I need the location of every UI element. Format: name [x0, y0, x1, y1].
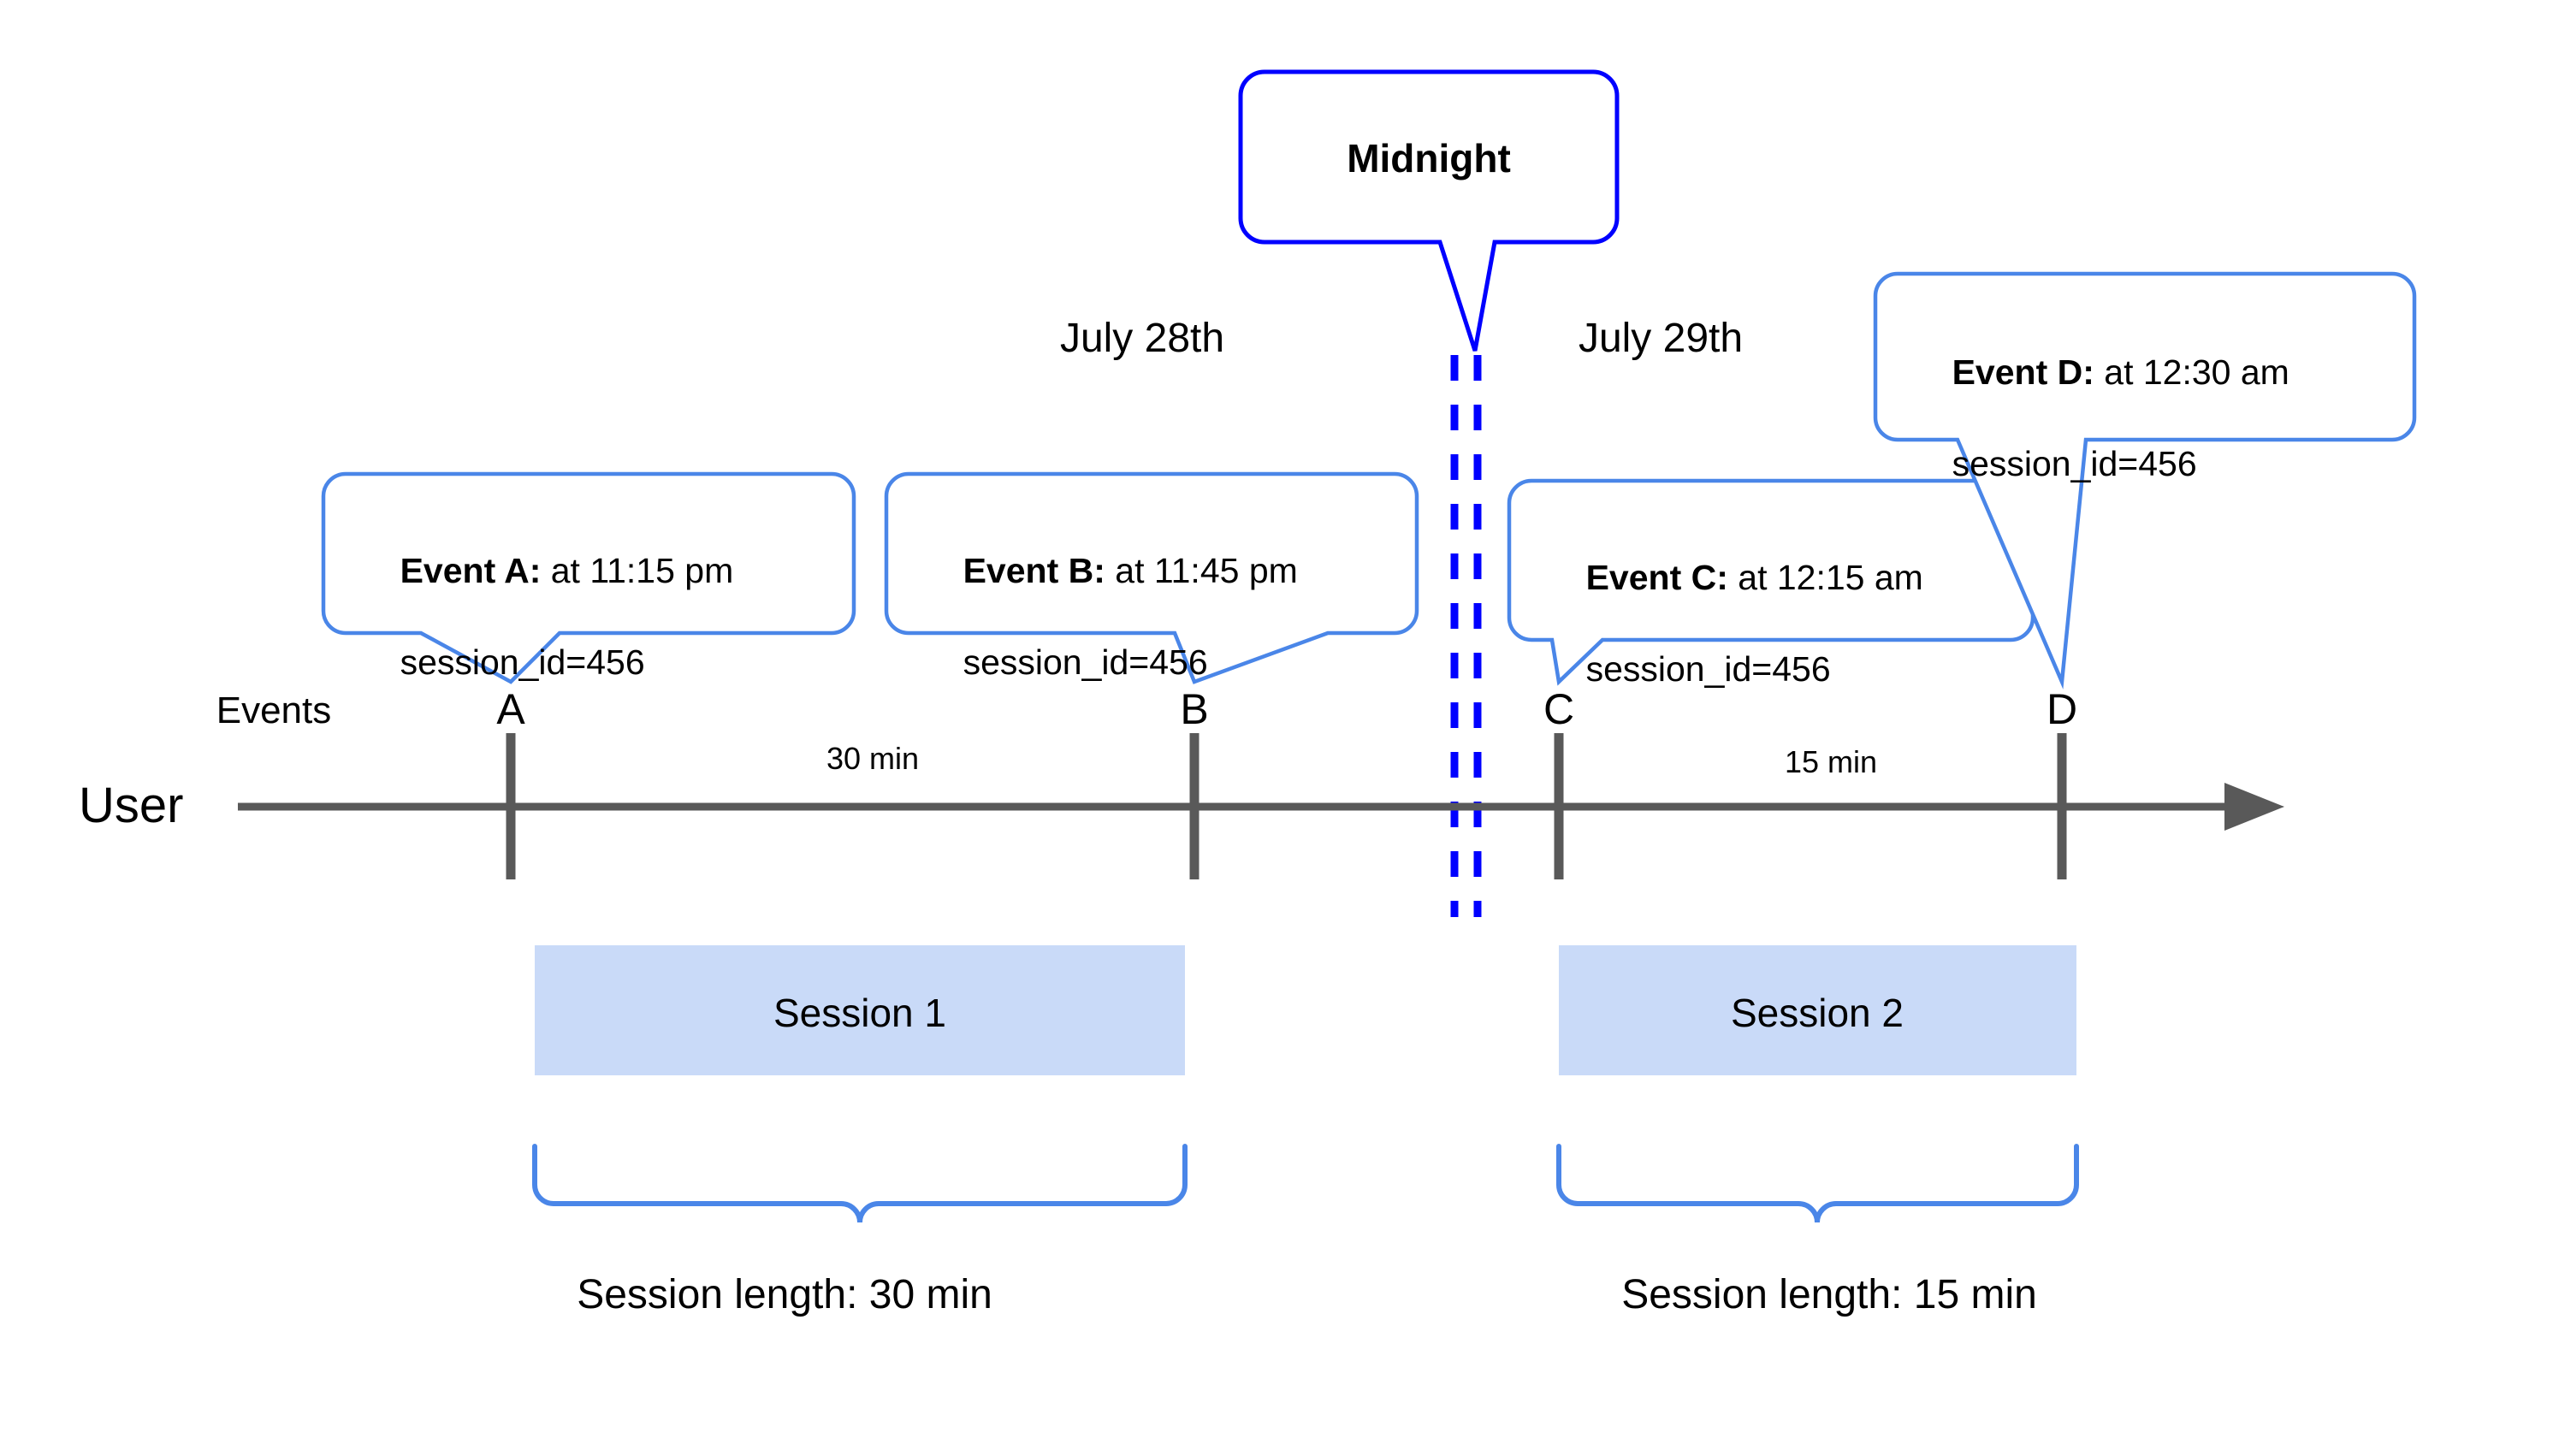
- event-a-rest: at 11:15 pm: [541, 551, 734, 591]
- duration-c-d-label: 15 min: [1784, 744, 1878, 779]
- tick-letter-b: B: [1180, 685, 1209, 733]
- event-c-bold: Event C:: [1585, 558, 1728, 598]
- event-a-line2: session_id=456: [400, 642, 645, 682]
- session-2-brace: [1556, 1144, 2079, 1223]
- session-1-box: [535, 945, 1185, 1075]
- session-2-box: [1559, 945, 2076, 1075]
- event-d-callout-shape: [1873, 271, 2417, 690]
- timeline-ticks: [506, 733, 2067, 879]
- event-b-rest: at 11:45 pm: [1105, 551, 1298, 591]
- event-a-callout-text: Event A: at 11:15 pm session_id=456: [361, 503, 734, 731]
- session-1-label: Session 1: [773, 991, 947, 1035]
- midnight-dashed-lines: [1450, 355, 1482, 917]
- event-c-callout-text: Event C: at 12:15 am session_id=456: [1547, 510, 1923, 737]
- tick-letter-a: A: [496, 685, 525, 733]
- event-b-callout-text: Event B: at 11:45 pm session_id=456: [924, 503, 1298, 731]
- event-d-line2: session_id=456: [1952, 443, 2197, 483]
- event-c-rest: at 12:15 am: [1727, 558, 1923, 598]
- session-2-length-label: Session length: 15 min: [1621, 1272, 2037, 1317]
- event-a-bold: Event A:: [400, 551, 542, 591]
- event-b-line2: session_id=456: [963, 642, 1208, 682]
- timeline-arrow-head: [2224, 783, 2284, 831]
- midnight-label: Midnight: [1347, 136, 1511, 181]
- event-d-bold: Event D:: [1952, 352, 2094, 393]
- date-july-28-label: July 28th: [1059, 316, 1225, 361]
- events-lane-label: Events: [216, 690, 332, 731]
- tick-letter-d: D: [2046, 685, 2078, 733]
- tick-letter-c: C: [1543, 685, 1575, 733]
- session-1-length-label: Session length: 30 min: [577, 1272, 992, 1317]
- session-1-brace: [532, 1144, 1188, 1223]
- event-c-line2: session_id=456: [1585, 648, 1831, 689]
- midnight-callout-shape: [1238, 69, 1620, 352]
- user-lane-label: User: [79, 778, 184, 833]
- timeline-axis: [238, 783, 2284, 831]
- event-b-callout-shape: [884, 471, 1419, 684]
- duration-a-b-label: 30 min: [826, 741, 920, 776]
- event-d-callout-text: Event D: at 12:30 am session_id=456: [1913, 305, 2289, 532]
- event-a-callout-shape: [321, 471, 856, 684]
- event-b-bold: Event B:: [963, 551, 1105, 591]
- date-july-29-label: July 29th: [1578, 316, 1744, 361]
- event-d-rest: at 12:30 am: [2094, 352, 2289, 393]
- session-2-label: Session 2: [1730, 991, 1904, 1035]
